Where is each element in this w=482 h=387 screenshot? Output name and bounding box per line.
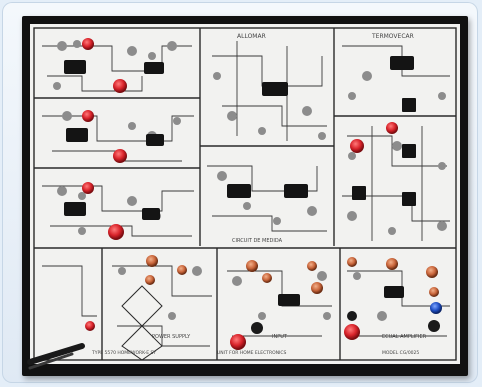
label-bottom-center: INPUT [272, 334, 288, 340]
bridge-rectifier [121, 285, 163, 361]
circuit-board-photo: ALLOMAR TERMOVECAR CIRCUIT DE MEDIDA POW… [22, 16, 468, 376]
footer-right: MODEL CG/0025 [382, 350, 419, 356]
components-small [53, 40, 447, 321]
board-labels: ALLOMAR TERMOVECAR CIRCUIT DE MEDIDA POW… [91, 33, 427, 356]
label-bottom-right: ECUAL AMPLIFIER [382, 334, 427, 340]
test-sockets [145, 255, 439, 297]
ic-chips [64, 56, 416, 306]
footer-center: UNIT FOR HOME ELECTRONICS [217, 350, 287, 356]
footer-left: TYPE 5570 HOMEWORK-E SY [91, 350, 156, 356]
circuit-board-graphic: ALLOMAR TERMOVECAR CIRCUIT DE MEDIDA POW… [27, 24, 460, 370]
label-bottom-left: POWER SUPPLY [152, 334, 191, 340]
red-leds [82, 38, 398, 350]
label-top-right: TERMOVECAR [371, 33, 414, 40]
label-top-center: ALLOMAR [237, 33, 266, 40]
label-center: CIRCUIT DE MEDIDA [232, 238, 283, 244]
probe-cable [27, 343, 85, 370]
section-borders [33, 27, 457, 361]
control-knobs [251, 302, 442, 334]
